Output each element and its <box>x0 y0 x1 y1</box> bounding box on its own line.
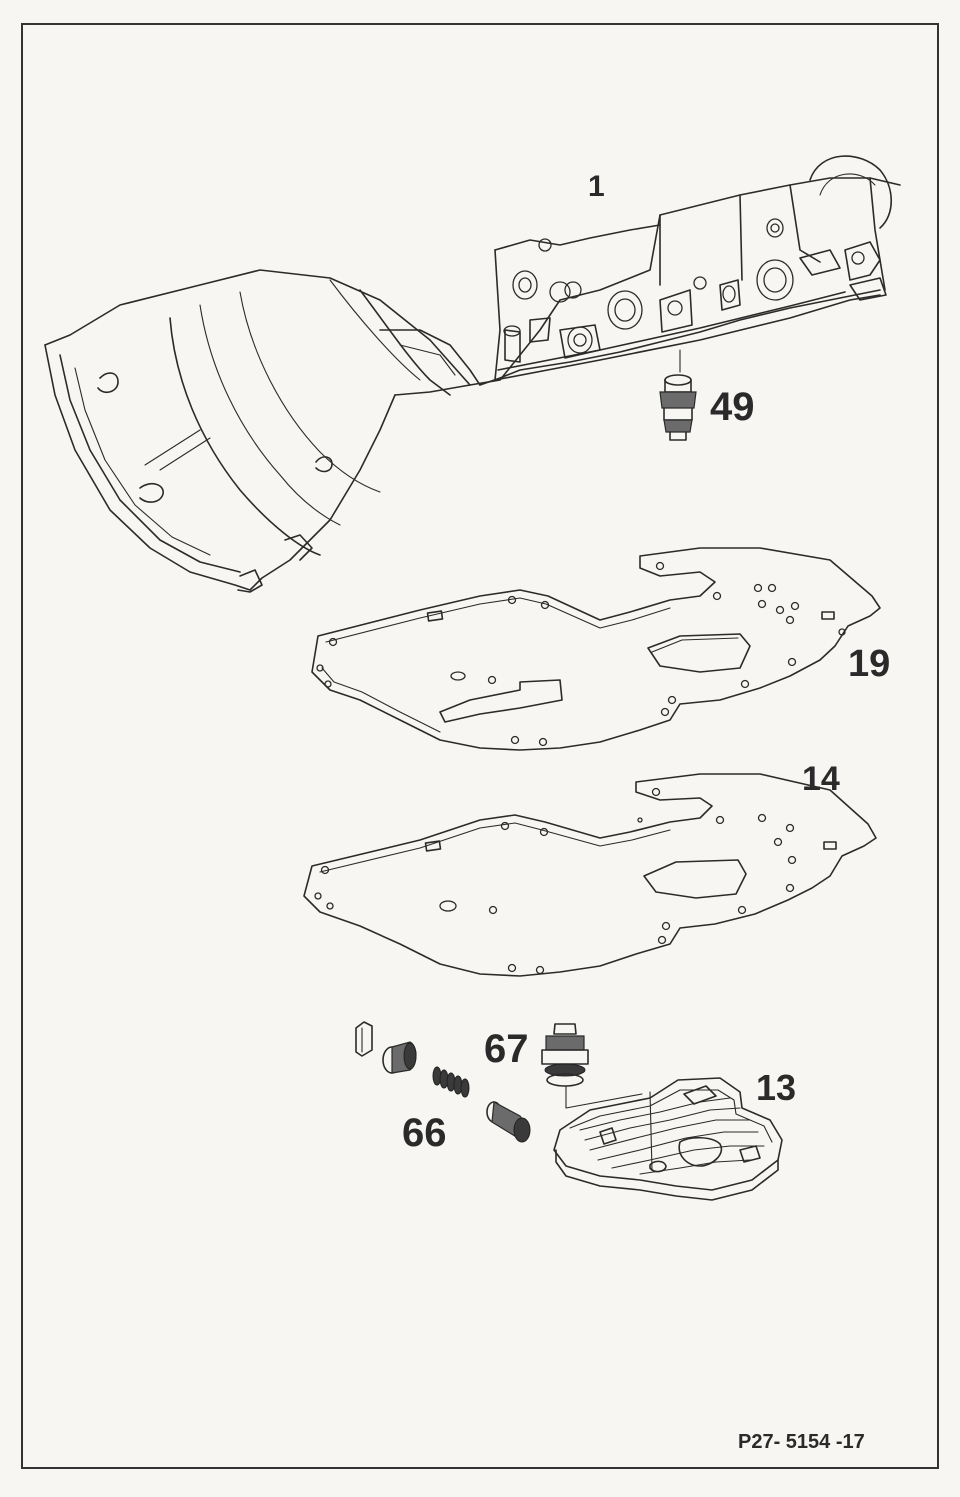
transmission-housing <box>44 155 901 593</box>
callout-19: 19 <box>848 643 890 685</box>
callout-67: 67 <box>484 1027 529 1071</box>
gasket-14 <box>303 773 877 977</box>
callout-13: 13 <box>756 1067 796 1108</box>
figure-reference: P27- 5154 -17 <box>738 1431 865 1453</box>
callout-66: 66 <box>402 1111 447 1155</box>
valve-parts-66 <box>355 1021 531 1143</box>
callout-1: 1 <box>588 170 605 203</box>
oil-filter-13 <box>553 1077 783 1201</box>
valve-49 <box>659 374 697 441</box>
intermediate-plate-19 <box>311 547 881 751</box>
valve-67 <box>541 1023 643 1109</box>
callout-14: 14 <box>802 760 840 798</box>
page-frame <box>21 23 939 1469</box>
spring <box>432 1066 470 1098</box>
callout-49: 49 <box>710 385 755 429</box>
